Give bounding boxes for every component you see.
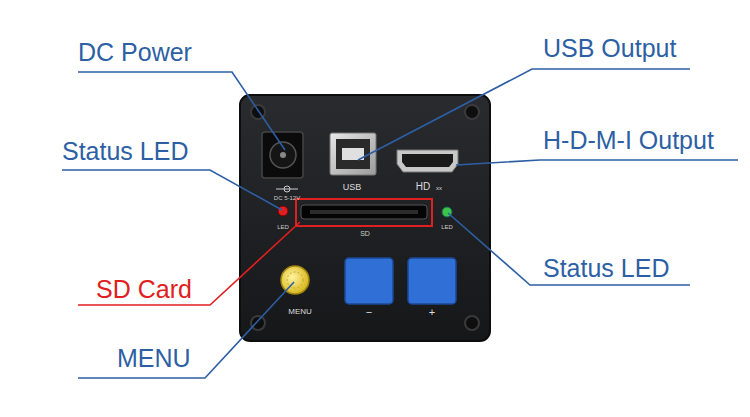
sd-slot	[301, 205, 427, 219]
callout-label: Status LED	[543, 256, 669, 281]
dc-jack	[262, 132, 303, 178]
plus-button	[408, 258, 456, 304]
button-label: +	[429, 307, 435, 318]
port-label: USB	[343, 183, 362, 192]
button-label: MENU	[288, 308, 312, 316]
led-label: LED	[441, 224, 453, 230]
callout-label: H-D-M-I Output	[543, 128, 714, 153]
polarity-symbol	[276, 186, 298, 192]
callout-label: DC Power	[78, 40, 192, 65]
port-label: xx	[436, 185, 442, 191]
callout-label: SD Card	[96, 277, 192, 302]
sd-highlight	[296, 199, 432, 226]
port-label: HD	[416, 182, 430, 192]
callout-label: Status LED	[62, 139, 188, 164]
red-led	[278, 206, 288, 216]
screws	[251, 105, 479, 330]
callout-label: USB Output	[543, 36, 676, 61]
leader-line	[448, 213, 690, 285]
button-label: −	[366, 307, 372, 318]
led-label: LED	[277, 224, 289, 230]
leader-lines	[62, 69, 738, 378]
leader-line	[62, 170, 282, 210]
callout-label: MENU	[117, 346, 191, 371]
menu-knob	[281, 266, 309, 294]
minus-button	[345, 258, 393, 304]
panel-marking: DC 5-12V	[274, 195, 300, 201]
slot-label: SD	[360, 230, 370, 237]
hdmi-port	[397, 150, 458, 172]
leader-line	[456, 160, 738, 165]
leader-line	[78, 222, 300, 305]
